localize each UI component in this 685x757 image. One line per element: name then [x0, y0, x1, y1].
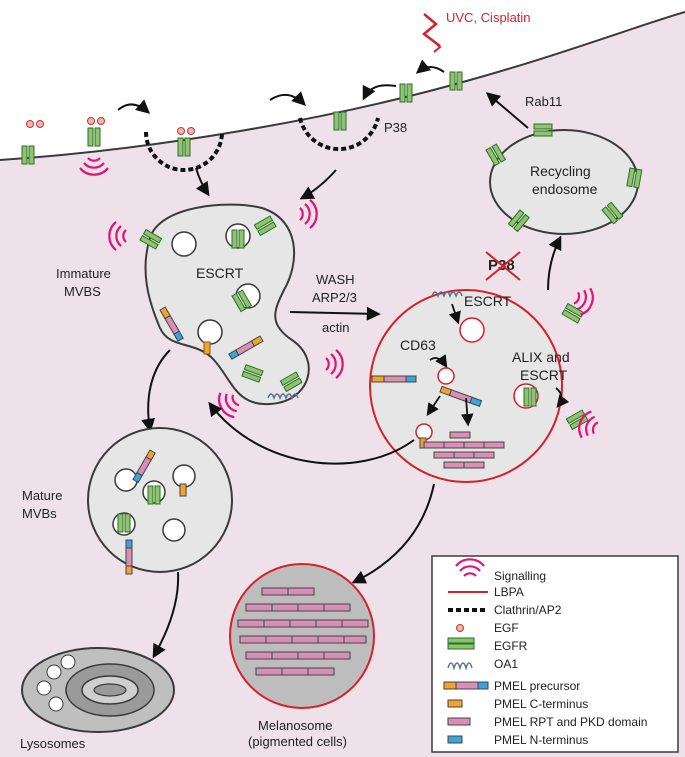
melanosome-fibrils	[237, 587, 369, 676]
melanosome-label-2: (pigmented cells)	[248, 734, 347, 749]
uvc-label: UVC, Cisplatin	[446, 10, 531, 25]
melanosome-label-1: Melanosome	[258, 718, 332, 733]
rab11-label: Rab11	[525, 94, 562, 109]
plasma-membrane	[0, 11, 685, 161]
legend-label: EGFR	[494, 639, 528, 653]
lysosomes-label: Lysosomes	[20, 736, 86, 751]
legend-label: EGF	[494, 621, 519, 635]
cd63-label: CD63	[400, 337, 436, 353]
legend-label: LBPA	[494, 585, 524, 599]
escrt-immature-label: ESCRT	[196, 265, 244, 281]
oa1-icon	[267, 393, 299, 401]
legend-box	[431, 555, 679, 753]
pmel-c-icon	[447, 699, 463, 708]
mature-label-1: Mature	[22, 488, 62, 503]
pmel-rpt-icon	[447, 717, 471, 726]
pmel-precursor-icon	[443, 681, 489, 690]
mature-label-2: MVBs	[22, 506, 57, 521]
egfr-icon	[447, 637, 475, 650]
egfr-active-icon	[87, 127, 101, 147]
wash-label-1: WASH	[316, 272, 355, 287]
fibrils	[423, 431, 505, 469]
alix-label-1: ALIX and	[512, 349, 570, 365]
recycling-label-1: Recycling	[530, 163, 591, 179]
pmel-n-icon	[447, 735, 463, 744]
immature-label-1: Immature	[56, 266, 111, 281]
recycling-label-2: endosome	[532, 181, 598, 197]
legend: Signalling LBPA Clathrin/AP2 EGF EGFR OA…	[443, 558, 647, 747]
legend-label: OA1	[494, 657, 518, 671]
escrt-melano-label: ESCRT	[464, 293, 512, 309]
legend-label: PMEL N-terminus	[494, 733, 588, 747]
wash-label-3: actin	[322, 320, 349, 335]
block-cross-icon	[485, 251, 521, 281]
clathrin-pit	[144, 131, 224, 172]
legend-label: PMEL RPT and PKD domain	[494, 715, 647, 729]
oa1-icon	[447, 662, 473, 671]
clathrin-pit	[298, 117, 380, 152]
legend-label: Signalling	[494, 569, 546, 583]
p38-label: P38	[384, 120, 407, 135]
alix-label-2: ESCRT	[520, 367, 568, 383]
oa1-icon	[431, 291, 463, 299]
legend-label: Clathrin/AP2	[494, 603, 562, 617]
legend-label: PMEL C-terminus	[494, 697, 588, 711]
egf-icon	[456, 624, 464, 632]
immature-label-2: MVBS	[64, 284, 101, 299]
legend-label: PMEL precursor	[494, 679, 580, 693]
wash-label-2: ARP2/3	[312, 290, 357, 305]
